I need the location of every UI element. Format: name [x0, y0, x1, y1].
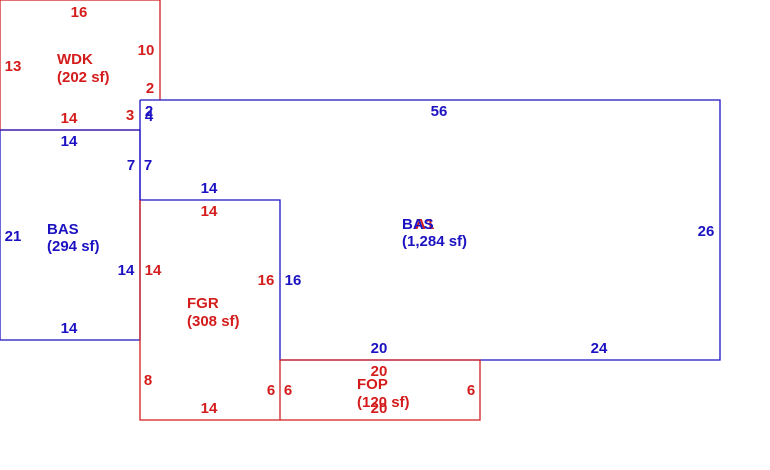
dim-label: 14 — [61, 320, 78, 337]
dim-label: 16 — [258, 272, 275, 289]
wdk-area: (202 sf) — [57, 69, 110, 86]
fop-code: FOP — [357, 376, 388, 393]
dim-label: 56 — [431, 103, 448, 120]
fop-outline — [280, 359, 481, 421]
dim-label: 20 — [371, 363, 388, 380]
fgr-area: (308 sf) — [187, 313, 240, 330]
bas-left-code: BAS — [47, 221, 79, 238]
shapes — [0, 0, 721, 421]
wdk-code: WDK — [57, 51, 93, 68]
area-labels: WDK (202 sf) BAS (294 sf) A1 BAS (1,284 … — [47, 51, 467, 411]
dim-label: 24 — [591, 340, 608, 357]
dim-label: 20 — [371, 400, 388, 417]
dim-label: 16 — [71, 4, 88, 21]
dim-label: 14 — [145, 262, 162, 279]
dim-label: 7 — [144, 157, 152, 174]
dim-label: 14 — [201, 400, 218, 417]
dim-label: 6 — [467, 382, 475, 399]
dim-label: 20 — [371, 340, 388, 357]
dim-label: 14 — [201, 203, 218, 220]
bas-left-area: (294 sf) — [47, 238, 100, 255]
dim-label: 14 — [61, 133, 78, 150]
overlap-label: A1 — [415, 216, 434, 233]
wdk-outline — [0, 0, 161, 130]
dim-label: 4 — [145, 108, 154, 125]
dim-label: 14 — [201, 180, 218, 197]
bas-main-code: BAS — [402, 216, 434, 233]
dim-label: 8 — [144, 372, 152, 389]
dim-label: 16 — [285, 272, 302, 289]
fgr-code: FGR — [187, 295, 219, 312]
dim-label: 14 — [118, 262, 135, 279]
dim-label: 6 — [267, 382, 275, 399]
dim-label: 2 — [145, 103, 153, 120]
dim-label: 21 — [5, 228, 22, 245]
dim-label: 14 — [61, 110, 78, 127]
fgr-outline — [139, 200, 281, 421]
dim-label: 2 — [146, 80, 154, 97]
dim-label: 10 — [138, 42, 155, 59]
dimension-labels: 16 13 10 2 14 3 2 4 56 14 7 7 14 14 21 2… — [5, 4, 715, 417]
dim-label: 6 — [284, 382, 292, 399]
dim-label: 7 — [127, 157, 135, 174]
bas-main-area: (1,284 sf) — [402, 233, 467, 250]
dim-label: 26 — [698, 223, 715, 240]
dim-label: 13 — [5, 58, 22, 75]
dim-label: 3 — [126, 107, 134, 124]
fop-area: (120 sf) — [357, 394, 410, 411]
